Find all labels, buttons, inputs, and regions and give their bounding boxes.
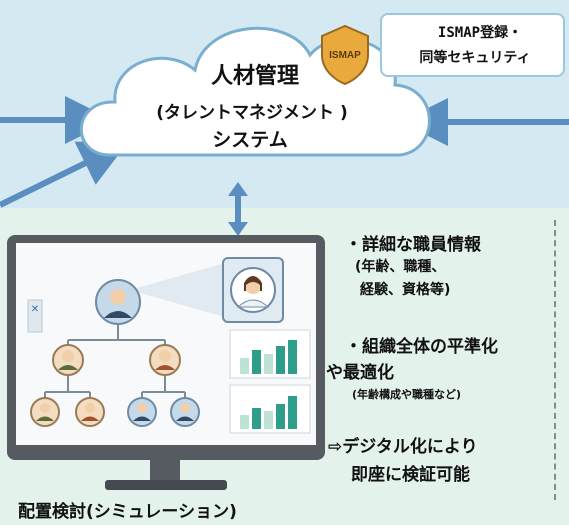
cloud-subtitle-system: システム	[212, 129, 288, 151]
org-node-top	[95, 279, 141, 325]
feature-1-title: ・詳細な職員情報	[345, 235, 481, 255]
org-node-bottom-1	[30, 397, 60, 427]
feature-3-line1: ⇨デジタル化により	[328, 437, 478, 457]
feature-3-line2: 即座に検証可能	[351, 465, 470, 485]
svg-text:✕: ✕	[31, 304, 39, 315]
bar-chart-bottom	[229, 384, 311, 434]
feature-2-line1: ・組織全体の平準化	[345, 337, 498, 357]
ismap-label-line2: 同等セキュリティ	[419, 50, 531, 66]
ismap-shield-text: ISMAP	[329, 50, 361, 61]
feature-1-detail-line2: 経験、資格等)	[360, 282, 451, 298]
feature-2-note: (年齢構成や職種など)	[352, 388, 462, 401]
monitor-caption: 配置検討(シミュレーション)	[18, 502, 237, 522]
dashed-divider	[554, 220, 556, 500]
ismap-label-box	[380, 13, 565, 77]
feature-1-detail-line1: (年齢、職種、	[355, 259, 446, 275]
bar-chart-top	[229, 329, 311, 379]
org-node-mid-left	[52, 344, 84, 376]
org-node-bottom-4	[170, 397, 200, 427]
monitor-base	[105, 480, 227, 490]
ismap-label-line1: ISMAP登録・	[437, 25, 523, 41]
left-diagonal-arrow	[0, 141, 129, 208]
ismap-shield	[321, 24, 369, 86]
feature-2-line2: や最適化	[326, 363, 394, 383]
monitor-stand	[150, 460, 180, 480]
cloud-title: 人材管理	[210, 64, 299, 89]
org-node-bottom-2	[75, 397, 105, 427]
org-node-mid-right	[149, 344, 181, 376]
cloud-subtitle: (タレントマネジメント )	[156, 103, 348, 123]
org-node-bottom-3	[127, 397, 157, 427]
